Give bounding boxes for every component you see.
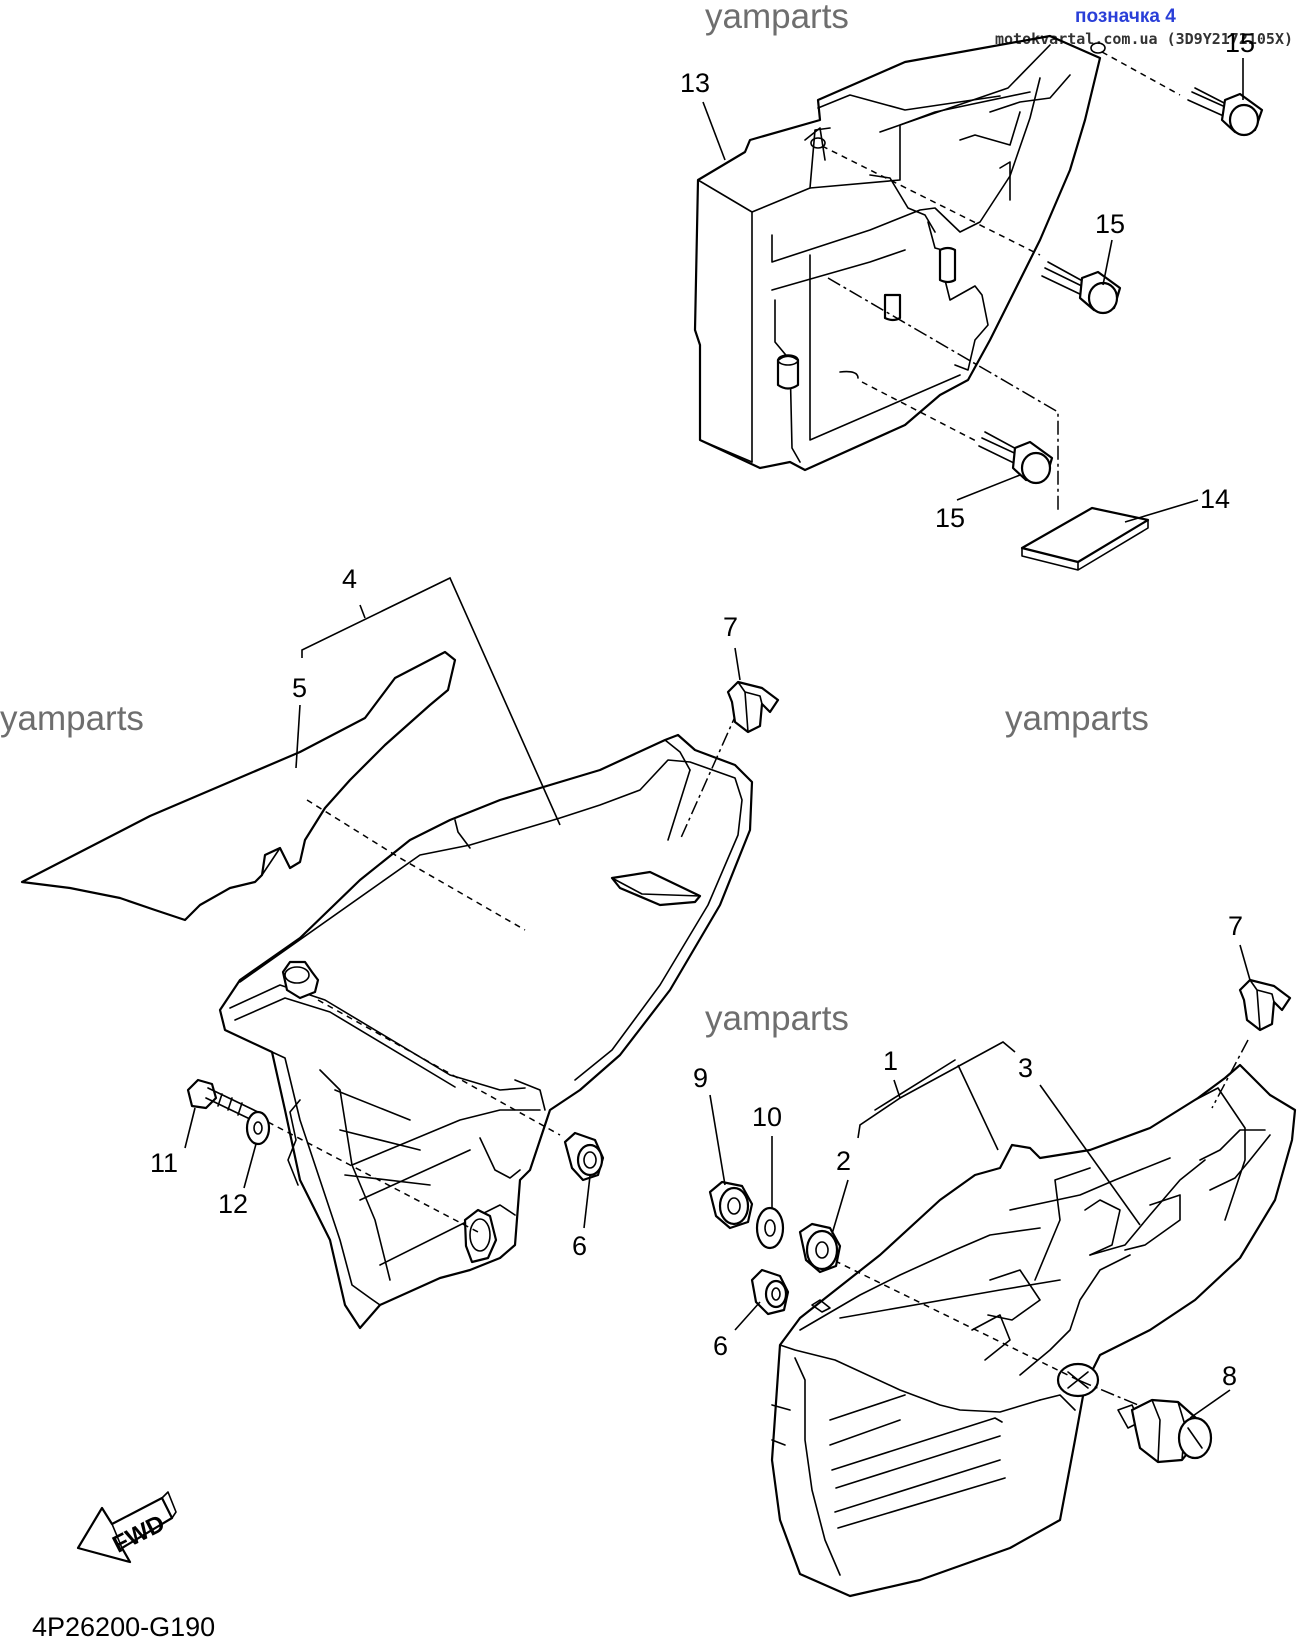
callout-11: 11	[150, 1148, 178, 1178]
watermark: yamparts	[705, 999, 849, 1038]
callout-7: 7	[723, 612, 738, 642]
callout-6: 6	[572, 1231, 587, 1261]
collar-icon	[708, 1180, 754, 1230]
callout-15: 15	[1225, 28, 1255, 58]
watermark: yamparts	[1005, 699, 1149, 738]
clip-path	[679, 709, 739, 841]
bolt-path	[1101, 51, 1181, 96]
callout-14: 14	[1200, 484, 1230, 514]
grommet-icon	[750, 1268, 790, 1316]
forward-arrow-icon: FWD	[76, 1491, 177, 1564]
callout-3: 3	[1018, 1053, 1033, 1083]
washer-icon	[245, 1110, 271, 1146]
callout-5: 5	[292, 673, 307, 703]
callout-7: 7	[1228, 911, 1243, 941]
callout-8: 8	[1222, 1361, 1237, 1391]
grommet-path	[317, 999, 561, 1136]
bolt-icon	[978, 431, 1054, 485]
diagram-code: 4P26200-G190	[32, 1612, 215, 1642]
washer-icon	[755, 1206, 785, 1250]
callout-1: 1	[883, 1046, 898, 1076]
clip-path	[1211, 1039, 1249, 1109]
clip-icon	[1238, 978, 1292, 1032]
clip-icon	[726, 680, 780, 734]
callout-6: 6	[713, 1331, 728, 1361]
rubber-pad	[1020, 506, 1150, 564]
battery-box	[693, 34, 1106, 472]
callout-15: 15	[935, 503, 965, 533]
watermark: yamparts	[705, 0, 849, 36]
decal-path	[306, 799, 526, 931]
callout-12: 12	[218, 1189, 248, 1219]
callout-13: 13	[680, 68, 710, 98]
callout-9: 9	[693, 1063, 708, 1093]
pad-path	[827, 277, 1059, 510]
bolt-icon	[1187, 87, 1264, 137]
bolt-icon	[186, 1078, 259, 1121]
callout-4: 4	[342, 564, 357, 594]
bolt-icon	[1041, 261, 1122, 315]
callout-2: 2	[836, 1146, 851, 1176]
grommet-path	[824, 1255, 1079, 1381]
bolt-path	[821, 145, 1041, 256]
right-side-cover	[770, 1059, 1297, 1598]
watermark: yamparts	[0, 699, 144, 738]
callout-15: 15	[1095, 209, 1125, 239]
bookmark-label: позначка 4	[1075, 6, 1176, 27]
grommet-icon	[563, 1131, 605, 1182]
side-cover-decal	[20, 650, 457, 922]
left-side-cover	[218, 733, 754, 1330]
lock-icon	[1117, 1398, 1213, 1464]
grommet-icon	[798, 1222, 842, 1274]
lock-path	[1077, 1379, 1139, 1406]
callout-10: 10	[752, 1102, 782, 1132]
